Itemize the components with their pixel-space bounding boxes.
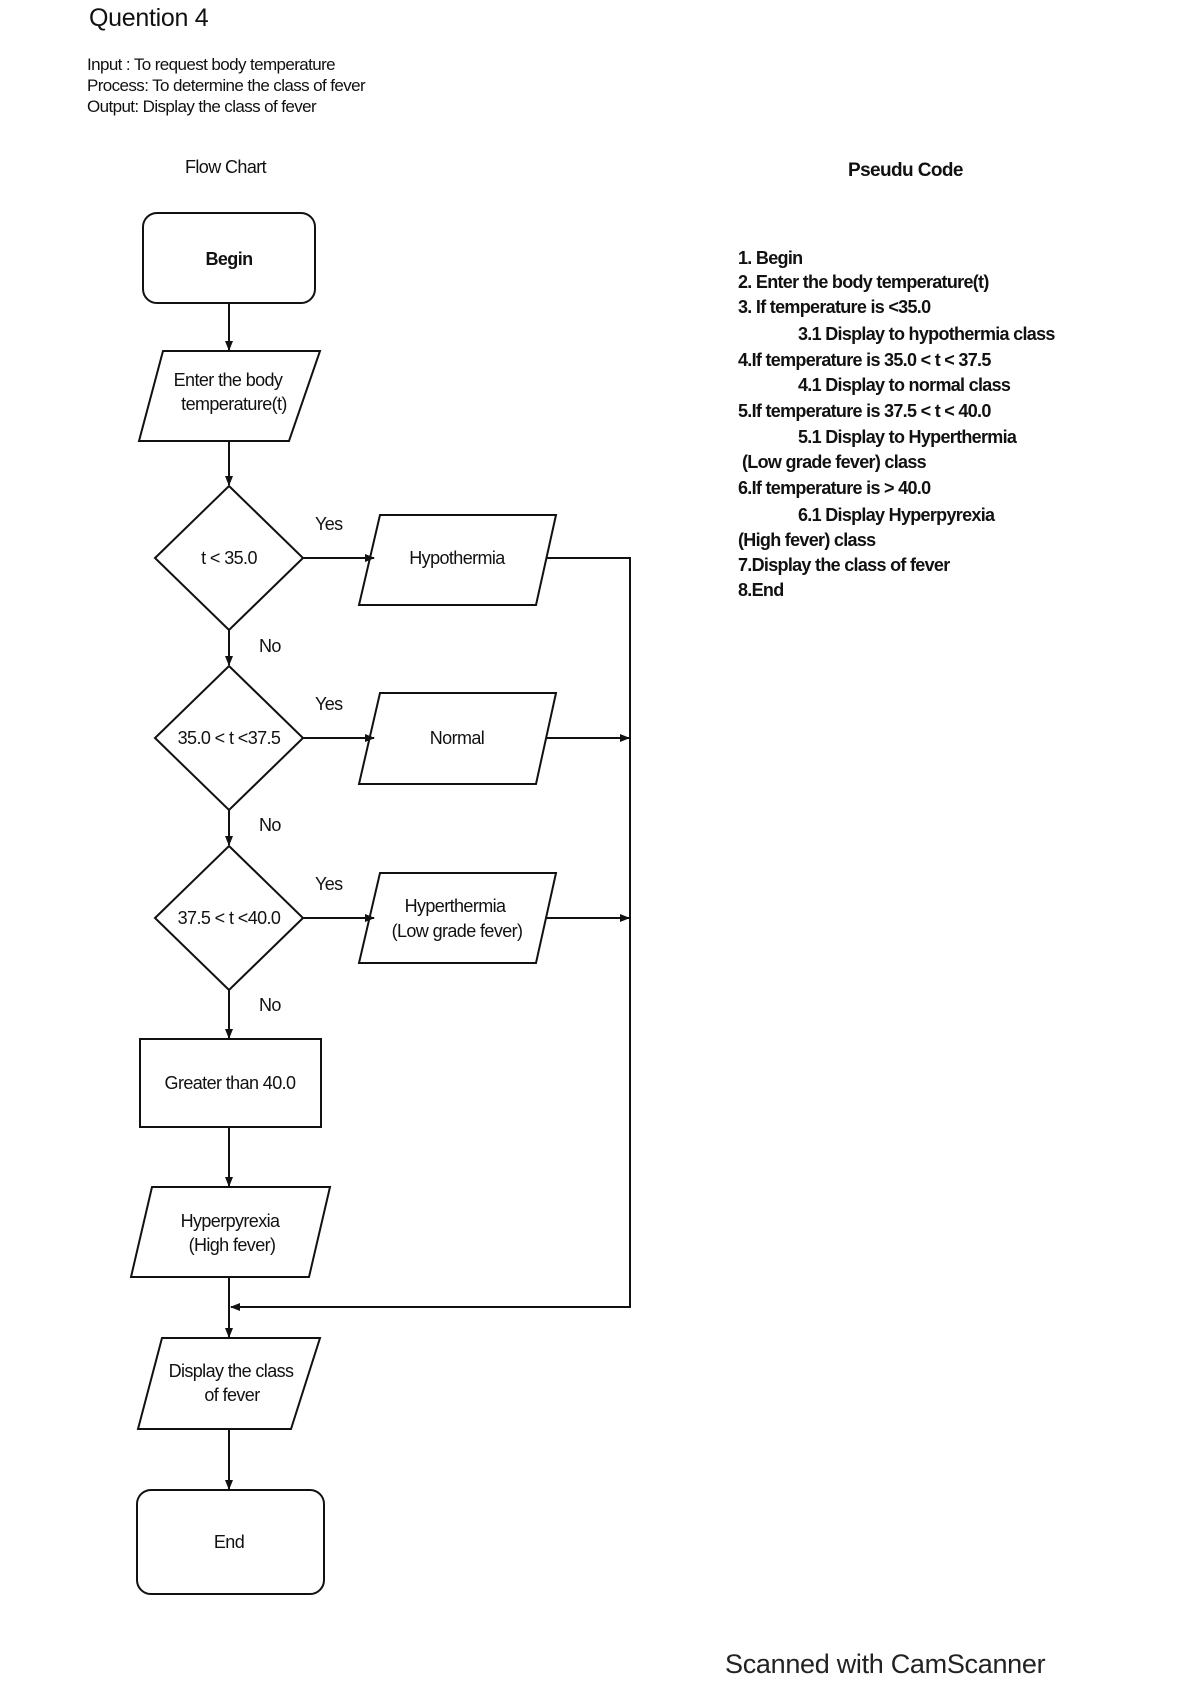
hyperpyrexia-label-line2: (High fever) (189, 1235, 276, 1255)
yes-label-3: Yes (315, 874, 343, 894)
pseudocode-line: 6.If temperature is > 40.0 (738, 478, 931, 498)
collector-line (230, 557, 631, 1311)
end-label: End (214, 1532, 244, 1552)
pseudocode-line: 7.Display the class of fever (738, 555, 950, 575)
normal-node (357, 692, 558, 785)
ipo-process-text: Process: To determine the class of fever (87, 76, 366, 95)
hypothermia-node (357, 514, 558, 606)
hyperthermia-label-line2: (Low grade fever) (392, 921, 523, 941)
decision-3-label: 37.5 < t <40.0 (178, 908, 281, 928)
pseudocode-line: (High fever) class (738, 530, 876, 550)
normal-label: Normal (430, 728, 484, 748)
pseudocode-line: (Low grade fever) class (742, 452, 927, 472)
greater-than-node (139, 1038, 322, 1128)
no-label-1: No (259, 636, 281, 656)
hyperpyrexia-node (129, 1186, 332, 1278)
enter-input-node (137, 350, 322, 442)
enter-label-line2: temperature(t) (181, 394, 287, 414)
page-title: Quention 4 (89, 4, 209, 32)
pseudocode-line: 5.1 Display to Hyperthermia (798, 427, 1017, 447)
hypothermia-label: Hypothermia (409, 548, 506, 568)
yes-label-1: Yes (315, 514, 343, 534)
pseudocode-line: 8.End (738, 580, 784, 600)
begin-label: Begin (205, 249, 252, 269)
pseudocode-line: 3. If temperature is <35.0 (738, 297, 931, 317)
ipo-input-text: Input : To request body temperature (87, 55, 336, 74)
display-label-line2: of fever (204, 1385, 260, 1405)
pseudocode-line: 4.1 Display to normal class (798, 375, 1011, 395)
flowchart-title: Flow Chart (185, 157, 267, 177)
no-label-3: No (259, 995, 281, 1015)
pseudocode-line: 5.If temperature is 37.5 < t < 40.0 (738, 401, 991, 421)
pseudocode-line: 3.1 Display to hypothermia class (798, 324, 1055, 344)
end-terminal (136, 1489, 325, 1595)
decision-2-label: 35.0 < t <37.5 (178, 728, 281, 748)
display-label-line1: Display the class (169, 1361, 294, 1381)
no-label-2: No (259, 815, 281, 835)
pseudocode-line: 4.If temperature is 35.0 < t < 37.5 (738, 350, 991, 370)
hyperthermia-label-line1: Hyperthermia (405, 896, 507, 916)
pseudocode-line: 1. Begin (738, 248, 803, 268)
greater-label: Greater than 40.0 (165, 1073, 296, 1093)
hyperpyrexia-label-line1: Hyperpyrexia (181, 1211, 281, 1231)
pseudocode-title: Pseudu Code (848, 160, 963, 181)
hyperthermia-node (357, 872, 558, 964)
decision-1-label: t < 35.0 (201, 548, 257, 568)
pseudocode-line: 6.1 Display Hyperpyrexia (798, 505, 995, 525)
yes-label-2: Yes (315, 694, 343, 714)
pseudocode-line: 2. Enter the body temperature(t) (738, 272, 989, 292)
display-class-node (136, 1337, 322, 1430)
ipo-output-text: Output: Display the class of fever (87, 97, 317, 116)
enter-label-line1: Enter the body (174, 370, 283, 390)
scanner-watermark: Scanned with CamScanner (725, 1649, 1046, 1679)
